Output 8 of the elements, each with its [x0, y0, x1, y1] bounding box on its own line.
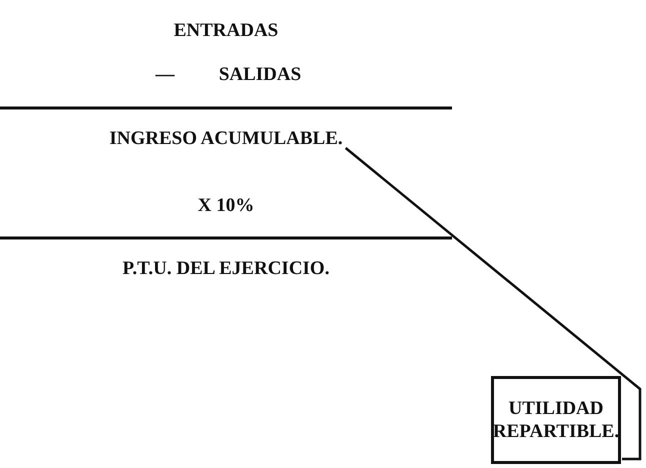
result-text: P.T.U. DEL EJERCICIO. [122, 258, 330, 280]
row-text: INGRESO ACUMULABLE. [109, 128, 343, 150]
row-text: X 10% [198, 195, 254, 217]
row-text: SALIDAS [218, 64, 302, 86]
result-box: UTILIDAD REPARTIBLE. [491, 376, 621, 464]
leader-line [344, 147, 642, 460]
minus-sign: — [156, 64, 174, 86]
row-text: ENTRADAS [174, 20, 278, 42]
